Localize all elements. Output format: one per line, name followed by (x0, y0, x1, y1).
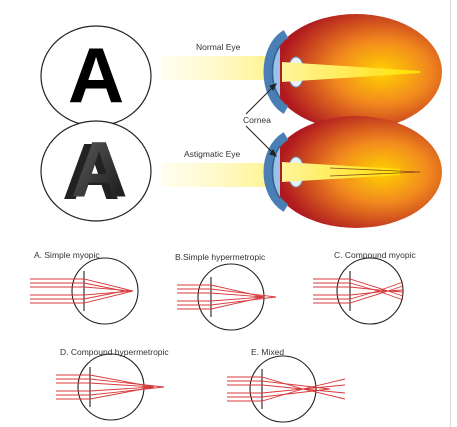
astigmatic-eye-label: Astigmatic Eye (184, 149, 240, 159)
label-mixed: E. Mixed (251, 347, 284, 357)
normal-eye-label: Normal Eye (196, 42, 240, 52)
right-border (450, 0, 451, 427)
normal-eye-chart: A (41, 26, 151, 126)
label-simple-hypermetropic: B.Simple hypermetropic (175, 252, 265, 262)
label-simple-myopic: A. Simple myopic (34, 250, 100, 260)
letter-a-normal: A (68, 31, 124, 119)
diagram-compound-myopic (313, 258, 403, 324)
astig-light-beam (162, 163, 280, 187)
diagram-compound-hypermetropic (56, 354, 164, 420)
diagram-mixed (227, 356, 345, 422)
normal-light-beam (162, 56, 280, 80)
diagram-simple-myopic (30, 258, 138, 324)
normal-eye-illustration (268, 14, 442, 130)
label-compound-myopic: C. Compound myopic (334, 250, 416, 260)
astigmatic-eye-illustration (268, 116, 442, 228)
letter-a-astig: A (71, 125, 127, 213)
astigmatic-eye-chart: A A (41, 121, 151, 221)
cornea-label: Cornea (243, 115, 271, 125)
label-compound-hypermetropic: D. Compound hypermetropic (60, 347, 169, 357)
diagram-simple-hypermetropic (177, 264, 276, 330)
